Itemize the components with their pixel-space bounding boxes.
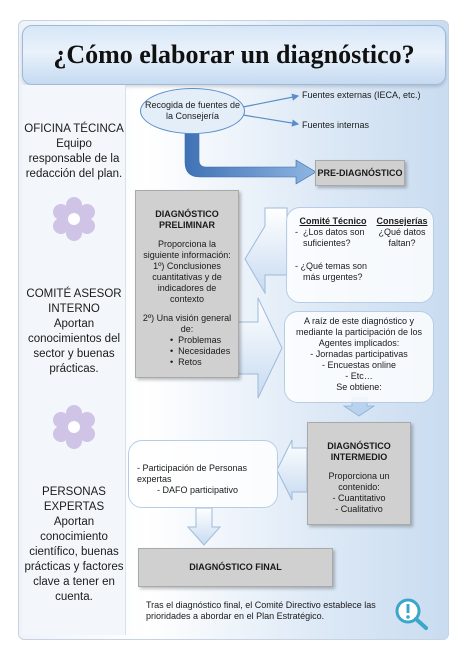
agentes-outro: Se obtiene: xyxy=(336,382,382,392)
intermedio-intro: Proporciona un contenido: xyxy=(328,471,390,492)
preliminar-p2: 2º) Una visión general de: xyxy=(142,313,232,334)
comite-q2: - ¿Qué temas son más urgentes? xyxy=(295,261,368,282)
search-info-icon xyxy=(395,598,428,630)
arrow-to-participacion xyxy=(276,439,308,501)
oficina-desc: Equipo responsable de la redacción del p… xyxy=(25,138,123,180)
comite-desc: Aportan conocimientos del sector y buena… xyxy=(27,318,121,375)
sidebar-comite: COMITÉ ASESOR INTERNO Aportan conocimien… xyxy=(24,287,124,377)
agentes-item: - Encuestas online xyxy=(321,360,397,370)
agentes-item: - Etc… xyxy=(345,371,373,381)
prediagnostico-box: PRE-DIAGNÓSTICO xyxy=(315,160,405,186)
preliminar-intro: Proporciona la siguiente información: xyxy=(143,239,231,260)
preliminar-title: DIAGNÓSTICO PRELIMINAR xyxy=(155,209,219,230)
comite-heading: COMITÉ ASESOR INTERNO xyxy=(26,288,122,315)
comite-tecnico: Comité Técnico - ¿Los datos son suficien… xyxy=(293,216,373,283)
arrow-fuentes-internas xyxy=(242,114,300,127)
oficina-heading: OFICINA TÉCINCA xyxy=(24,123,124,135)
list-item: • Retos xyxy=(170,357,202,367)
fuentes-externas: Fuentes externas (IECA, etc.) xyxy=(302,90,421,100)
gear-icon xyxy=(53,197,95,241)
arrow-to-preliminar xyxy=(244,207,288,295)
preliminar-list: • Problemas • Necesidades • Retos xyxy=(170,335,238,368)
comite-tecnico-title: Comité Técnico xyxy=(299,216,367,226)
arrow-to-prediagnostico xyxy=(184,129,317,185)
preliminar-p1: 1º) Conclusiones cuantitativas y de indi… xyxy=(152,261,222,304)
sidebar-oficina: OFICINA TÉCINCA Equipo responsable de la… xyxy=(24,122,124,182)
intermedio-box: DIAGNÓSTICO INTERMEDIO Proporciona un co… xyxy=(307,422,411,525)
intermedio-title: DIAGNÓSTICO INTERMEDIO xyxy=(327,441,391,462)
intermedio-item: - Cualitativo xyxy=(335,504,383,514)
comite-consejerias-box: Comité Técnico - ¿Los datos son suficien… xyxy=(286,207,434,303)
fuentes-internas: Fuentes internas xyxy=(302,120,370,130)
comite-q1: - ¿Los datos son suficientes? xyxy=(295,227,365,248)
participacion-box: - Participación de Personas expertas - D… xyxy=(128,440,278,508)
footer-note: Tras el diagnóstico final, el Comité Dir… xyxy=(146,600,376,621)
expertas-heading: PERSONAS EXPERTAS xyxy=(42,486,106,513)
expertas-desc: Aportan conocimiento científico, buenas … xyxy=(24,516,124,603)
page-title: ¿Cómo elaborar un diagnóstico? xyxy=(22,25,446,85)
recogida-label: Recogida de fuentes de la Consejería xyxy=(144,100,241,121)
consejerias-title: Consejerías xyxy=(376,216,428,226)
participacion-item: - Participación de Personas expertas xyxy=(137,463,248,484)
preliminar-box: DIAGNÓSTICO PRELIMINAR Proporciona la si… xyxy=(135,190,239,378)
sidebar-expertas: PERSONAS EXPERTAS Aportan conocimiento c… xyxy=(24,485,124,605)
consejerias-q1: ¿Qué datos faltan? xyxy=(378,227,426,248)
participacion-item: - DAFO participativo xyxy=(157,485,239,495)
final-box: DIAGNÓSTICO FINAL xyxy=(138,548,333,587)
arrow-to-agentes xyxy=(237,297,283,399)
sidebar xyxy=(22,85,126,635)
recogida-ellipse: Recogida de fuentes de la Consejería xyxy=(140,88,245,134)
agentes-intro: A raíz de este diagnóstico y mediante la… xyxy=(295,316,423,348)
intermedio-item: - Cuantitativo xyxy=(332,493,386,503)
prediagnostico-label: PRE-DIAGNÓSTICO xyxy=(317,167,403,178)
gear-icon xyxy=(53,405,95,449)
list-item: • Necesidades xyxy=(170,346,231,356)
agentes-item: - Jornadas participativas xyxy=(310,349,408,359)
agentes-box: A raíz de este diagnóstico y mediante la… xyxy=(284,311,434,403)
arrow-fuentes-externas xyxy=(242,93,300,108)
list-item: • Problemas xyxy=(170,335,222,345)
arrow-to-final xyxy=(186,507,222,546)
final-label: DIAGNÓSTICO FINAL xyxy=(189,562,282,572)
consejerias: Consejerías ¿Qué datos faltan? xyxy=(375,216,429,249)
